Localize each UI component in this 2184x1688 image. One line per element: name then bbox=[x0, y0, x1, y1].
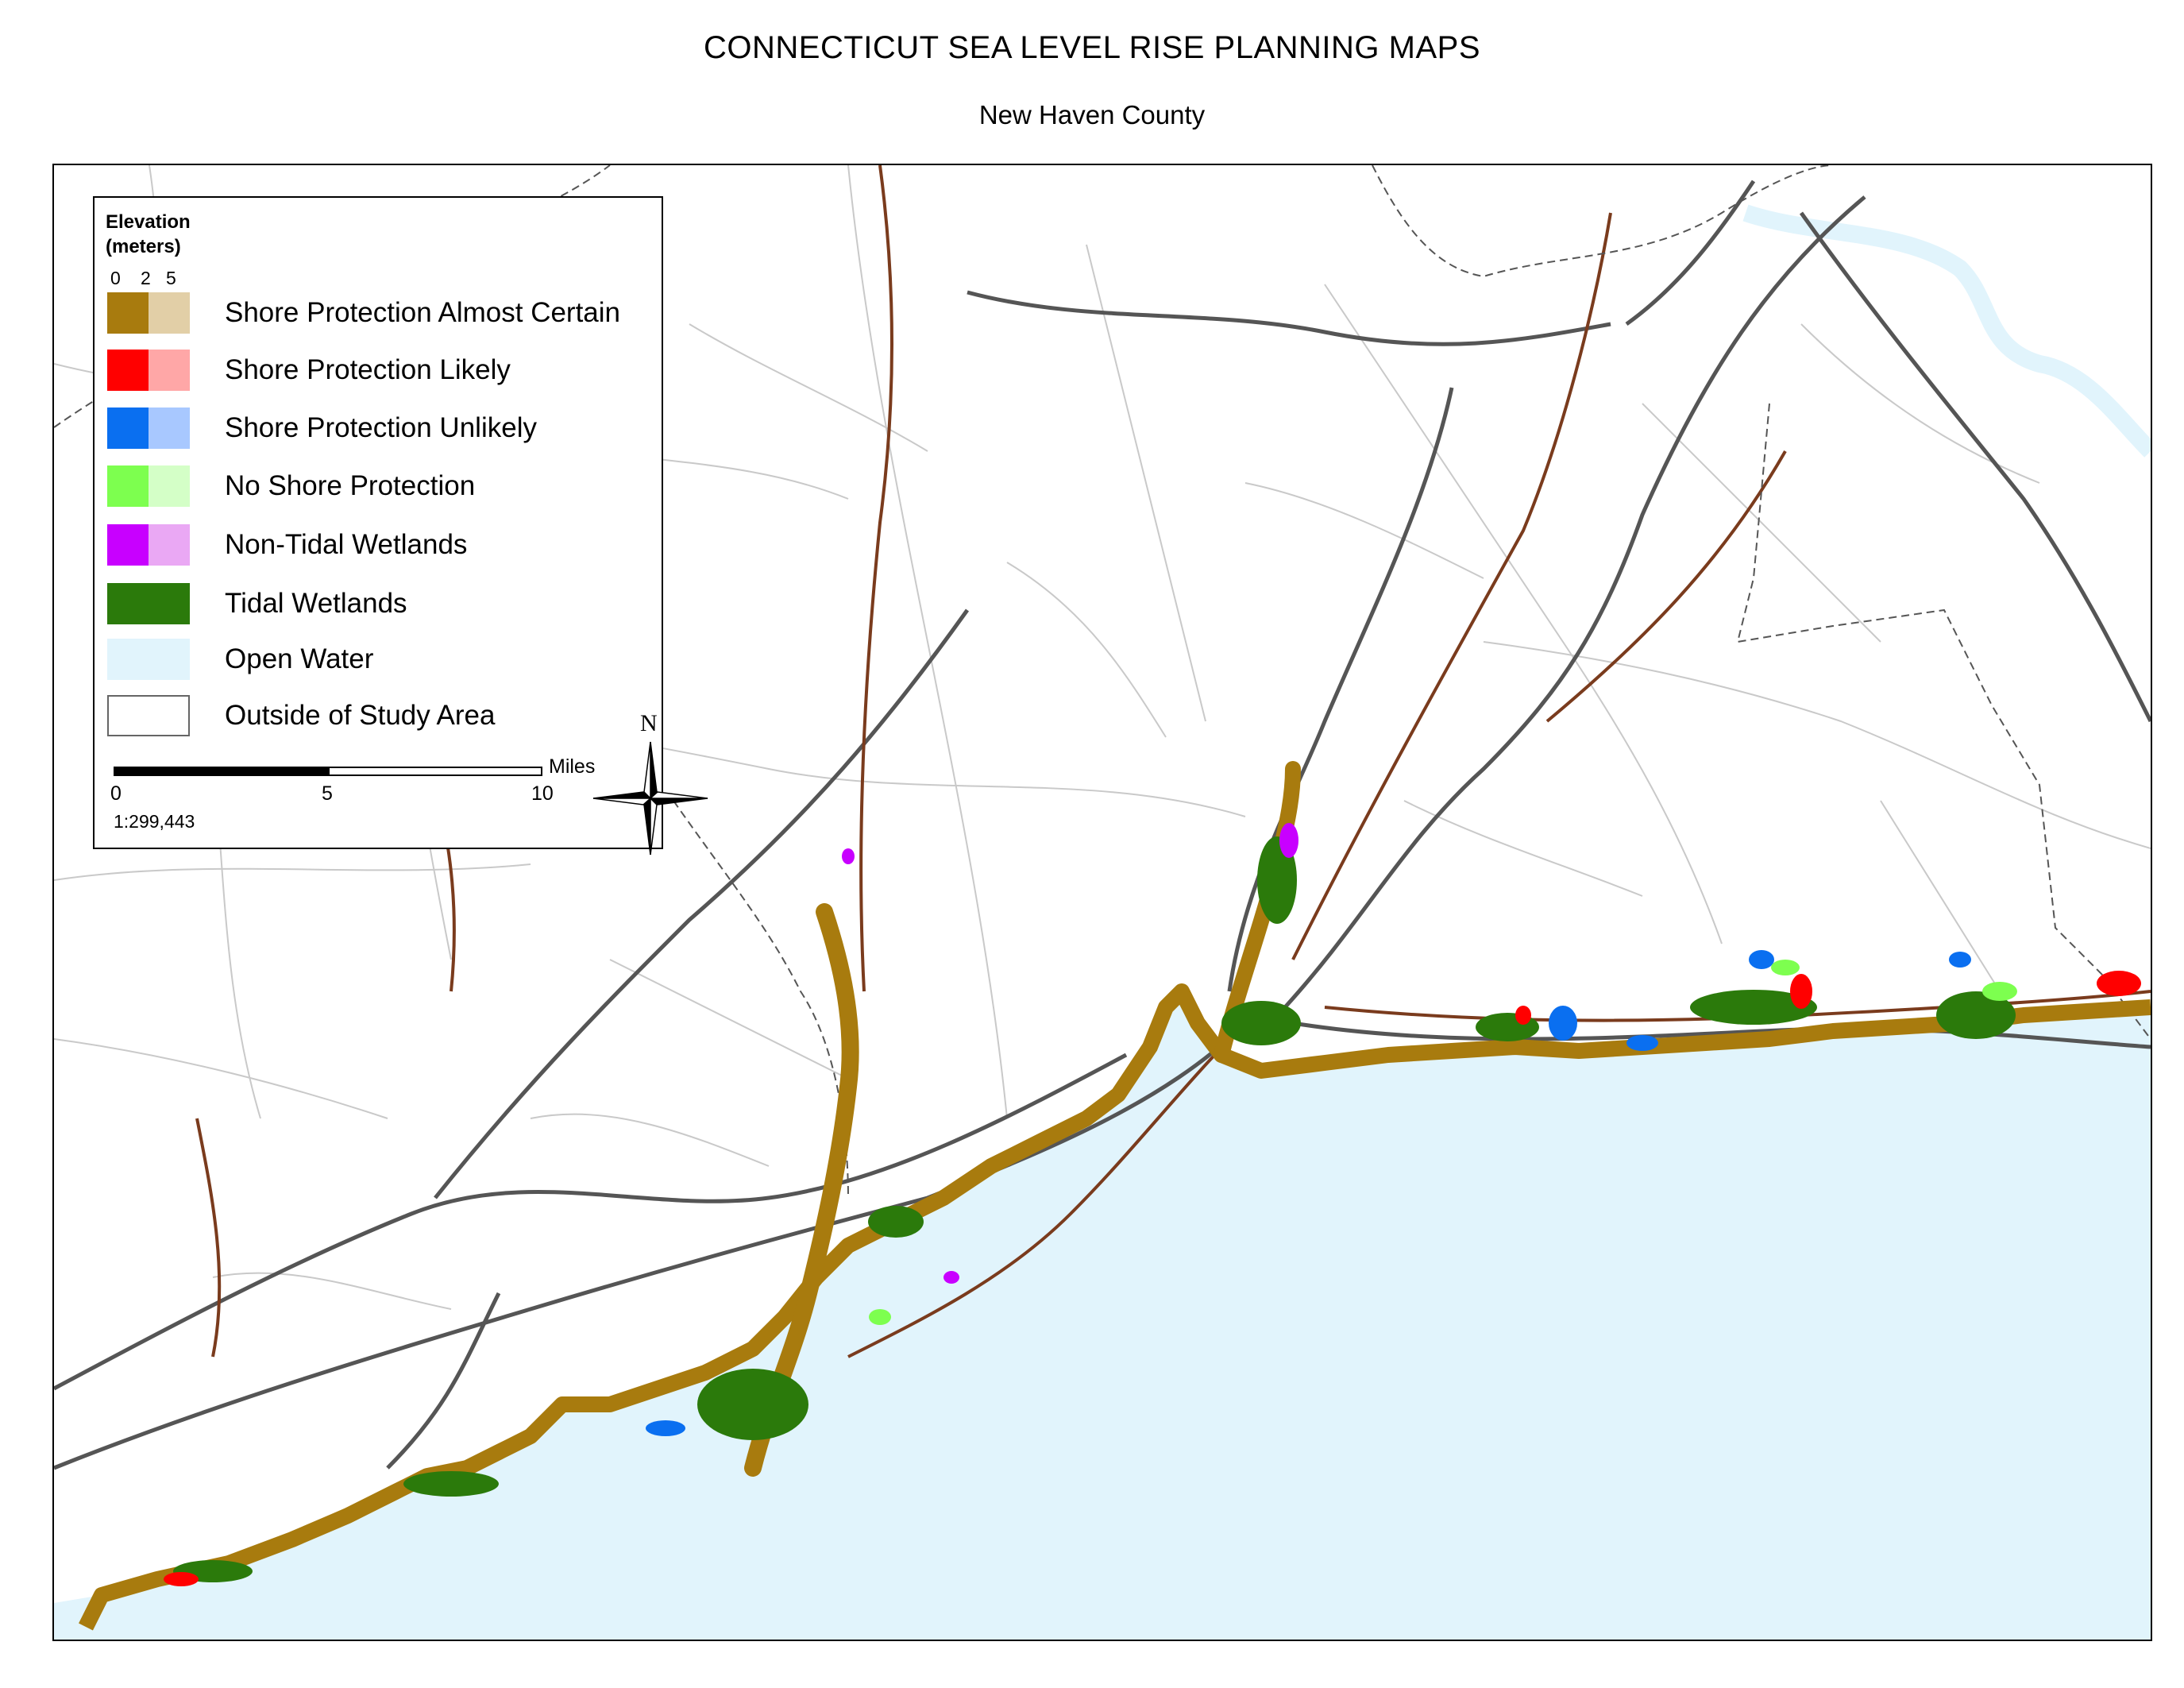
legend-label: Shore Protection Unlikely bbox=[225, 412, 537, 443]
local-roads bbox=[54, 165, 2151, 1310]
map-area[interactable] bbox=[52, 164, 2152, 1641]
legend-swatch-low bbox=[107, 292, 149, 334]
legend-item-non-tidal-wetlands: Non-Tidal Wetlands bbox=[107, 524, 655, 566]
legend-swatch bbox=[107, 639, 190, 680]
legend-label: No Shore Protection bbox=[225, 470, 476, 501]
compass-rose-icon bbox=[592, 741, 708, 856]
legend-swatch bbox=[107, 695, 190, 736]
legend-swatch bbox=[107, 583, 190, 624]
non-tidal-wetlands bbox=[842, 823, 1298, 1284]
map-subtitle: New Haven County bbox=[978, 100, 1206, 129]
legend-swatch-low bbox=[107, 408, 149, 449]
legend-label: Open Water bbox=[225, 643, 374, 674]
scale-bar-segment-white bbox=[328, 767, 542, 776]
legend-item-outside-study-area: Outside of Study Area bbox=[107, 695, 655, 736]
tidal-wetlands bbox=[173, 836, 2016, 1582]
legend-tick-2: 2 bbox=[141, 268, 151, 288]
legend-tick-0: 0 bbox=[110, 268, 121, 288]
map-legend: Elevation (meters) 0 2 5 Shore Protectio… bbox=[93, 196, 708, 856]
legend-label: Outside of Study Area bbox=[225, 700, 496, 731]
legend-label: Non-Tidal Wetlands bbox=[225, 529, 468, 560]
scale-tick-10: 10 bbox=[531, 782, 554, 805]
legend-swatch-low bbox=[107, 524, 149, 566]
legend-label: Tidal Wetlands bbox=[225, 588, 407, 619]
legend-item-shore-almost-certain: Shore Protection Almost Certain bbox=[107, 292, 655, 334]
north-label: N bbox=[640, 710, 658, 736]
legend-label: Shore Protection Almost Certain bbox=[225, 297, 621, 328]
scale-bar-segment-black bbox=[114, 767, 328, 776]
shore-protection-unlikely-areas bbox=[646, 950, 1971, 1436]
map-title: CONNECTICUT SEA LEVEL RISE PLANNING MAPS bbox=[703, 30, 1481, 65]
legend-item-open-water: Open Water bbox=[107, 639, 655, 680]
legend-swatch-low bbox=[107, 465, 149, 507]
legend-label: Shore Protection Likely bbox=[225, 354, 511, 385]
no-shore-protection-areas bbox=[869, 960, 2017, 1325]
highways bbox=[54, 180, 2151, 1470]
north-arrow: N bbox=[591, 710, 710, 861]
legend-item-tidal-wetlands: Tidal Wetlands bbox=[107, 583, 655, 624]
legend-item-shore-unlikely: Shore Protection Unlikely bbox=[107, 408, 655, 449]
legend-swatch-high bbox=[149, 350, 190, 391]
scale-ratio: 1:299,443 bbox=[114, 811, 195, 832]
connecticut-river bbox=[1742, 204, 2151, 458]
legend-tick-5: 5 bbox=[166, 268, 176, 288]
scale-unit: Miles bbox=[549, 755, 596, 778]
shore-protection-likely-areas bbox=[164, 971, 2141, 1586]
legend-swatch-high bbox=[149, 524, 190, 566]
scale-tick-5: 5 bbox=[322, 782, 333, 805]
map-canvas bbox=[54, 165, 2151, 1640]
legend-swatch-low bbox=[107, 350, 149, 391]
legend-swatch-high bbox=[149, 465, 190, 507]
legend-swatch-high bbox=[149, 292, 190, 334]
legend-item-shore-likely: Shore Protection Likely bbox=[107, 350, 655, 391]
legend-heading: Elevation (meters) bbox=[106, 210, 191, 259]
legend-swatch-high bbox=[149, 408, 190, 449]
scale-tick-0: 0 bbox=[110, 782, 122, 805]
open-water-long-island-sound bbox=[54, 991, 2151, 1640]
legend-item-no-shore-protection: No Shore Protection bbox=[107, 465, 655, 507]
legend-heading-units: (meters) bbox=[106, 236, 181, 257]
legend-heading-elevation: Elevation bbox=[106, 211, 191, 233]
